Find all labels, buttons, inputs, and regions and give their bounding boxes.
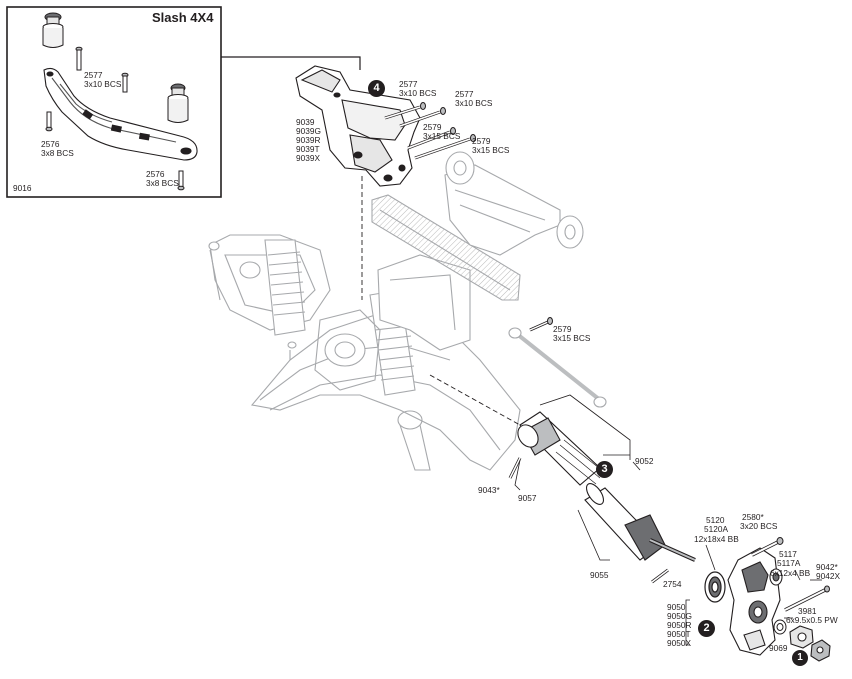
- mount-part-number: 9039X: [296, 153, 320, 163]
- bearing-part-number: 5120: [706, 515, 725, 525]
- washer-part-number: 3981: [798, 606, 817, 616]
- mount-part-number: 9039: [296, 117, 315, 127]
- screw-part-number: 2577: [399, 79, 418, 89]
- body-post-icon: [42, 12, 64, 48]
- pin-part-number: 9042*: [816, 562, 838, 572]
- screw-description: 3x20 BCS: [740, 521, 778, 531]
- pin-part-number: 9042X: [816, 571, 840, 581]
- bearing-part-number: 5117: [779, 549, 797, 559]
- pin-label: 9043*: [478, 485, 500, 495]
- screw-part-number: 2577: [455, 89, 474, 99]
- driveshaft-icon: [508, 411, 696, 584]
- carrier-part-number: 9050X: [667, 638, 691, 648]
- pin-icon: [784, 585, 830, 612]
- step-3-badge: 3: [596, 461, 613, 478]
- driveshaft-label: 9057: [518, 493, 537, 503]
- screw-description: 3x8 BCS: [41, 148, 74, 158]
- inset-title: Slash 4X4: [152, 10, 214, 25]
- screw-icon: [45, 111, 53, 132]
- bumper-mount-icon: [295, 65, 421, 187]
- driveshaft-label: 9055: [590, 570, 609, 580]
- screw-description: 3x10 BCS: [399, 88, 437, 98]
- bearing-size: 12x18x4 BB: [694, 534, 739, 544]
- washer-icon: [773, 619, 787, 635]
- axle-carrier-icon: [727, 547, 781, 656]
- step-1-badge: 1: [792, 650, 808, 666]
- screw-icon: [384, 102, 553, 332]
- carrier-part-number: 9050G: [667, 611, 692, 621]
- carrier-part-number: 9050T: [667, 629, 691, 639]
- screw-icon: [121, 72, 129, 93]
- screw-part-number: 2579: [553, 324, 572, 334]
- screw-part-number: 2576: [146, 169, 165, 179]
- bearing-size: 6x12x4 BB: [770, 568, 811, 578]
- bearing-part-number: 5117A: [777, 558, 801, 568]
- carrier-part-number: 9050R: [667, 620, 692, 630]
- carrier-part-number: 9050: [667, 602, 686, 612]
- washer-description: 6x9.5x0.5 PW: [786, 615, 838, 625]
- nut-icon: [789, 625, 831, 662]
- screw-description: 3x10 BCS: [84, 79, 122, 89]
- screw-part-number: 2579: [423, 122, 442, 132]
- bearing-part-number: 5120A: [704, 524, 728, 534]
- screw-part-number: 2580*: [742, 512, 764, 522]
- screw-icon: [177, 170, 185, 191]
- screw-part-number: 2576: [41, 139, 60, 149]
- screw-part-number: 2577: [84, 70, 103, 80]
- screw-description: 3x15 BCS: [423, 131, 461, 141]
- screw-icon: [75, 46, 83, 71]
- mount-part-number: 9039R: [296, 135, 321, 145]
- bearing-icon: [769, 568, 783, 586]
- screw-description: 3x15 BCS: [553, 333, 591, 343]
- mount-part-number: 9039T: [296, 144, 320, 154]
- step-2-badge: 2: [698, 620, 715, 637]
- body-post-icon: [167, 83, 189, 123]
- bumper-arm-icon: [43, 67, 198, 161]
- inset-part-number: 9016: [13, 183, 32, 193]
- driveshaft-housing-label: 9052: [635, 456, 654, 466]
- bearing-icon: [704, 571, 726, 603]
- screw-description: 3x10 BCS: [455, 98, 493, 108]
- screw-part-number: 2579: [472, 136, 491, 146]
- screw-description: 3x8 BCS: [146, 178, 179, 188]
- screw-icon: [751, 537, 784, 557]
- pin-label: 2754: [663, 579, 682, 589]
- nut-part-number: 9069: [769, 643, 788, 653]
- mount-part-number: 9039G: [296, 126, 321, 136]
- chassis-outline: [208, 151, 607, 471]
- step-4-badge: 4: [368, 80, 385, 97]
- alignment-lines: [361, 176, 521, 426]
- callout-lines: [514, 394, 822, 646]
- screw-description: 3x15 BCS: [472, 145, 510, 155]
